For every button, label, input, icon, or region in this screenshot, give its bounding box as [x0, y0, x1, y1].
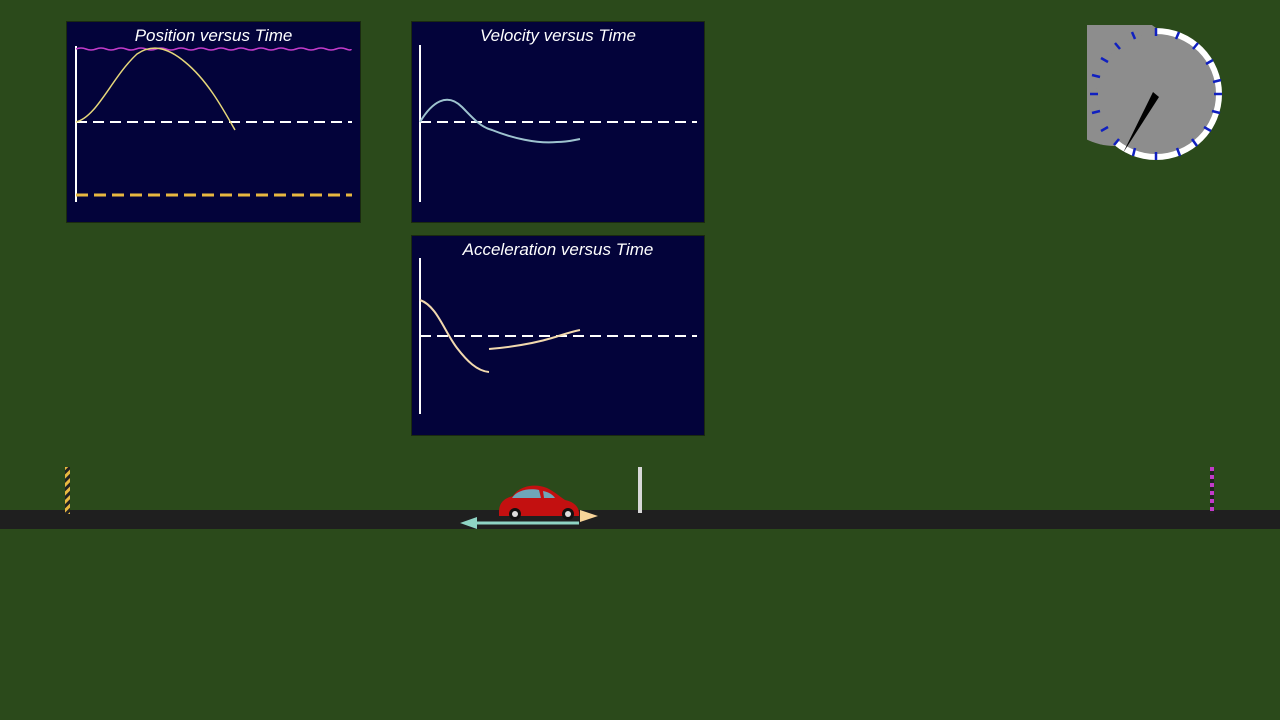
origin-post	[638, 467, 642, 513]
dial-needle	[1123, 92, 1159, 153]
dial-ticks	[1090, 28, 1222, 160]
acceleration-graph: Acceleration versus Time	[411, 235, 705, 436]
acceleration-plot	[419, 258, 697, 414]
car-group	[460, 485, 598, 529]
road	[0, 510, 1280, 529]
acceleration-arrow	[580, 510, 598, 522]
velocity-graph-title: Velocity versus Time	[479, 26, 637, 45]
position-plot	[75, 46, 352, 202]
position-graph-title: Position versus Time	[134, 26, 293, 45]
car-icon	[499, 485, 580, 520]
velocity-plot	[419, 45, 697, 202]
left-limit-post	[65, 467, 70, 514]
acceleration-graph-title: Acceleration versus Time	[462, 240, 654, 259]
right-limit-post	[1210, 467, 1214, 514]
velocity-arrow	[460, 517, 579, 529]
position-graph: Position versus Time	[66, 21, 361, 223]
timer-dial	[1087, 25, 1222, 160]
velocity-graph: Velocity versus Time	[411, 21, 705, 223]
